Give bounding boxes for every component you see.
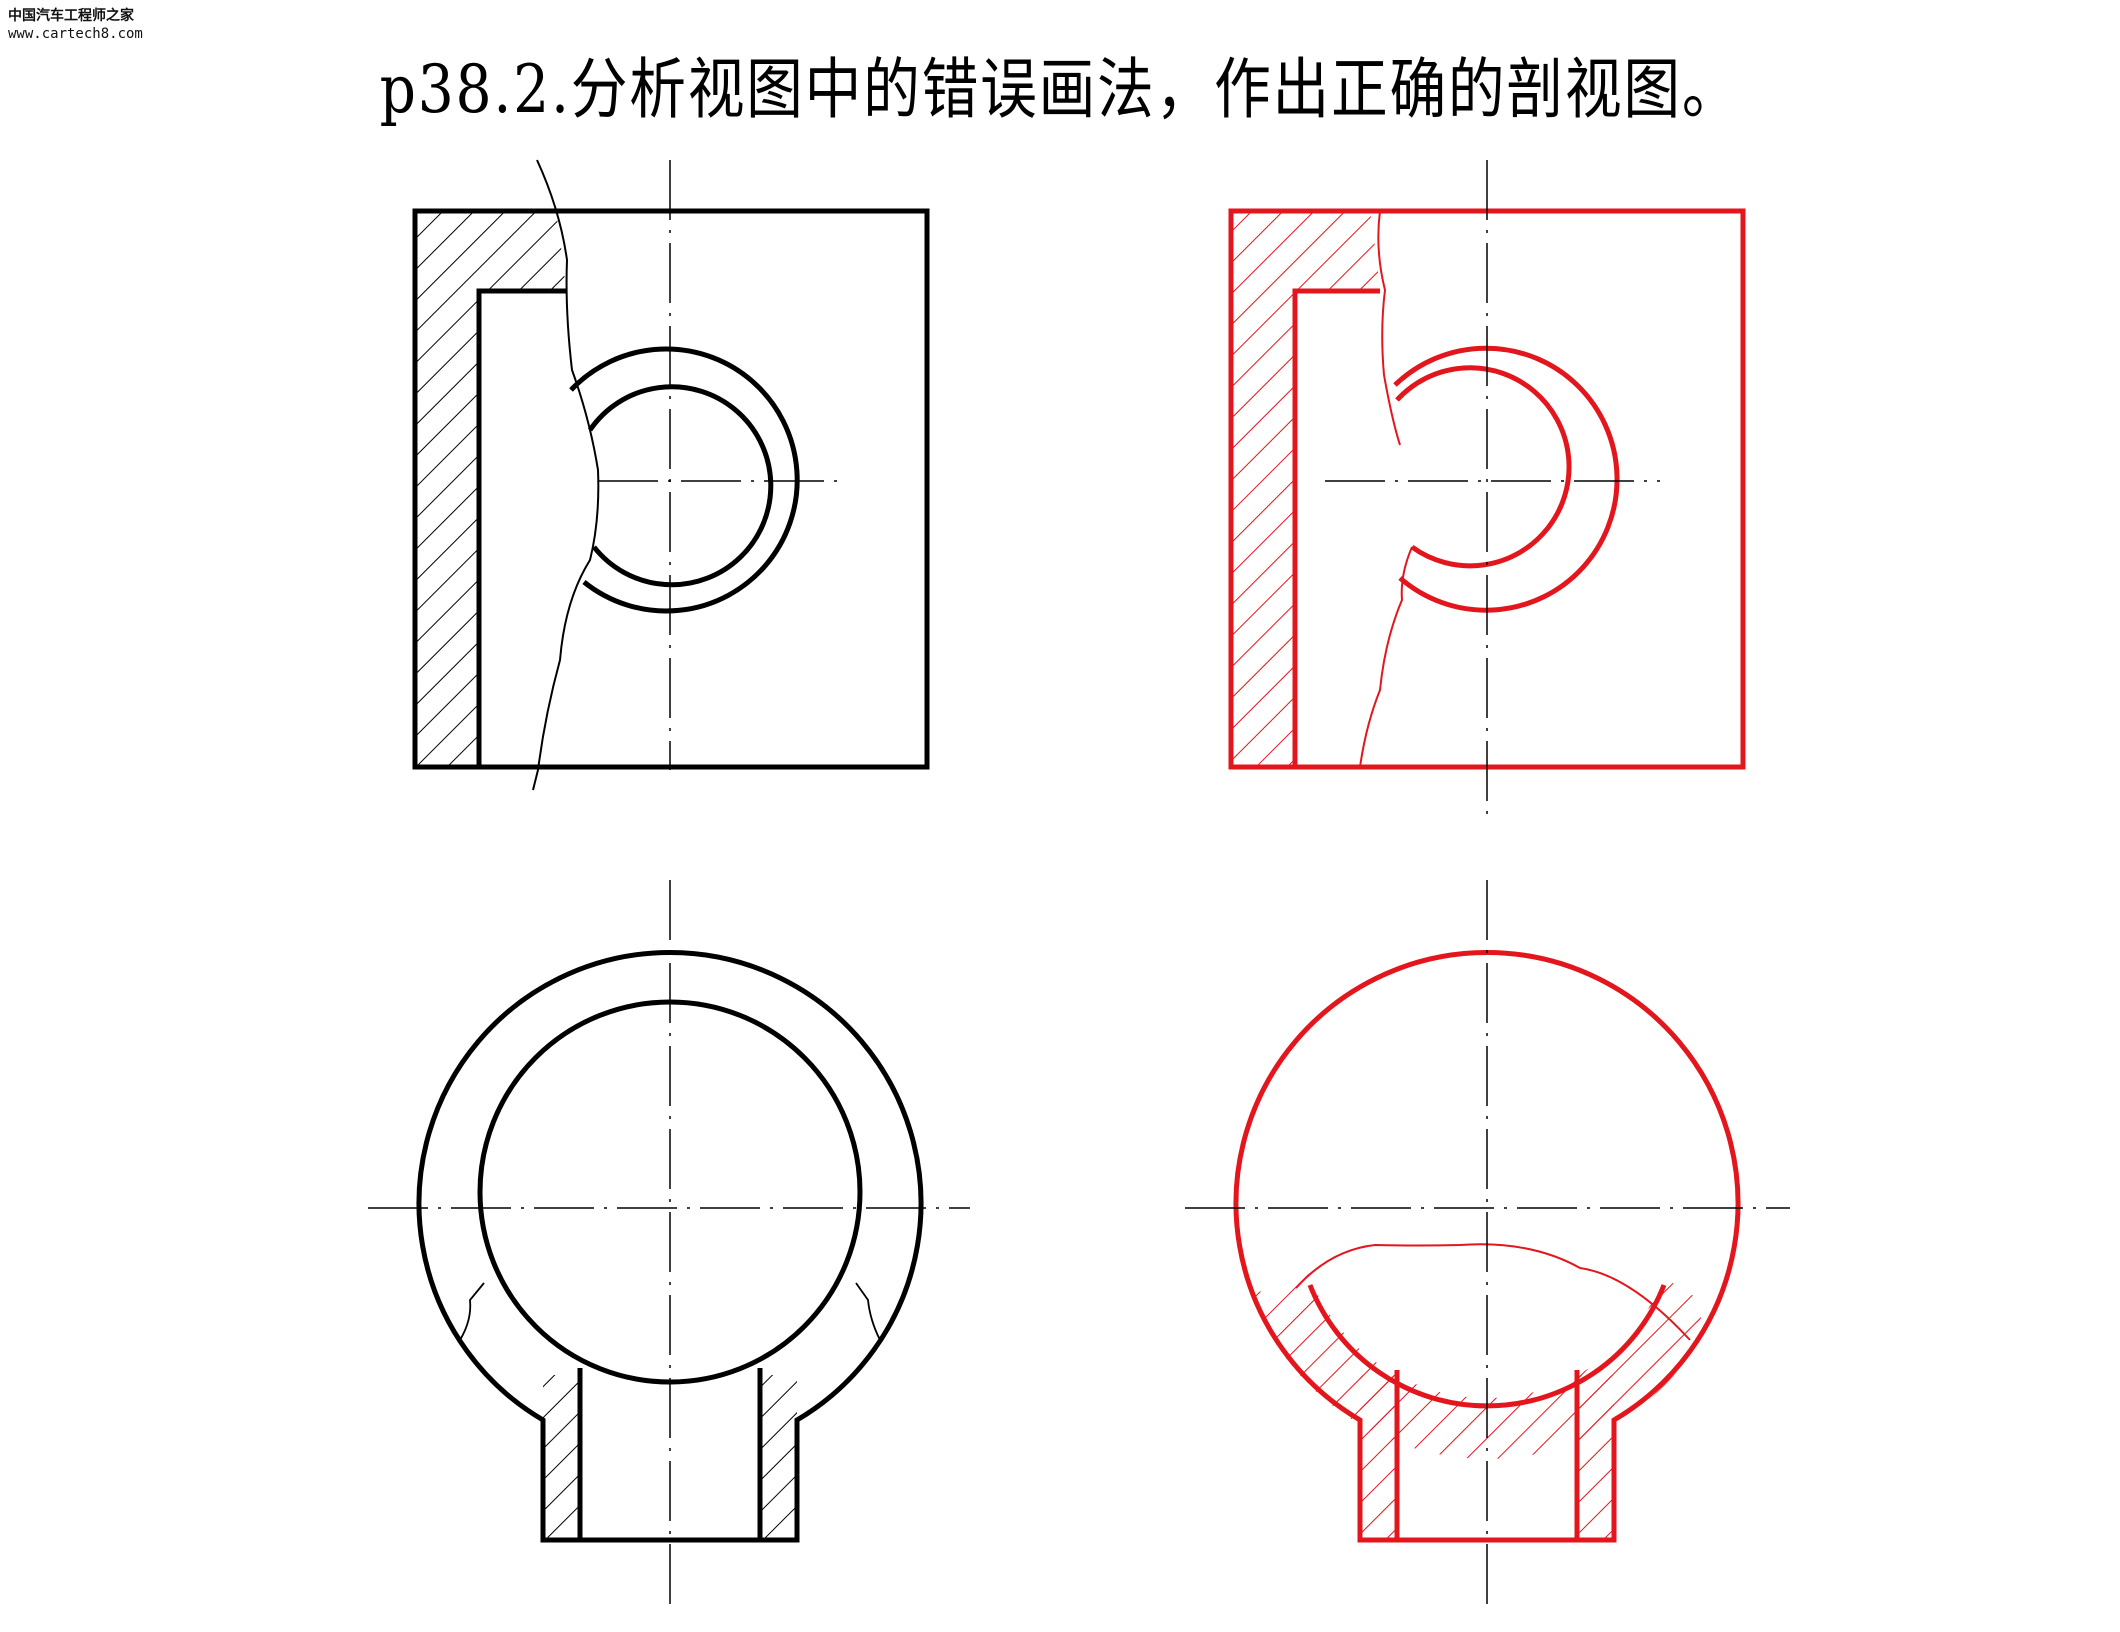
bore-lines	[1394, 1370, 1580, 1540]
front-view-corrected	[1228, 160, 1746, 820]
outer-profile	[416, 950, 924, 1543]
outline-cavity	[1292, 288, 1380, 767]
section-boundary-left	[459, 1282, 485, 1341]
ring-inner-arc	[587, 384, 774, 588]
hatch-left-wall	[415, 211, 479, 767]
break-line-lower	[1359, 546, 1413, 768]
hatch-stem-left	[1360, 1375, 1397, 1540]
top-view-original	[368, 880, 970, 1610]
center-lines	[1325, 160, 1660, 820]
outline-cavity	[476, 288, 566, 767]
hatch-left-wall	[1231, 211, 1295, 767]
watermark-site-name: 中国汽车工程师之家	[8, 8, 134, 24]
break-line	[1295, 1243, 1691, 1341]
ring-inner-arc	[1395, 365, 1572, 569]
hatch-top-wall	[415, 211, 566, 291]
outer-profile	[1233, 950, 1741, 1543]
front-view-original	[412, 159, 930, 791]
ring-outer-arc	[569, 346, 800, 614]
outline-outer	[412, 208, 930, 770]
hatch-stem-left	[543, 1375, 580, 1540]
break-line	[532, 159, 600, 791]
center-lines	[368, 880, 970, 1610]
section-boundary-right	[855, 1282, 881, 1341]
hatch-stem-right	[760, 1375, 797, 1540]
top-view-corrected	[1185, 880, 1790, 1610]
page-title: p38.2.分析视图中的错误画法，作出正确的剖视图。	[379, 51, 1741, 128]
watermark: 中国汽车工程师之家 www.cartech8.com	[8, 8, 143, 43]
hatch-top-wall	[1231, 211, 1380, 291]
center-lines	[598, 160, 838, 770]
ring-outer-arc	[1393, 345, 1620, 613]
hatch-stem-right	[1577, 1375, 1614, 1540]
watermark-url: www.cartech8.com	[8, 25, 143, 42]
center-lines	[1185, 880, 1790, 1610]
break-line	[1377, 210, 1401, 446]
bore-lines	[577, 1368, 763, 1540]
